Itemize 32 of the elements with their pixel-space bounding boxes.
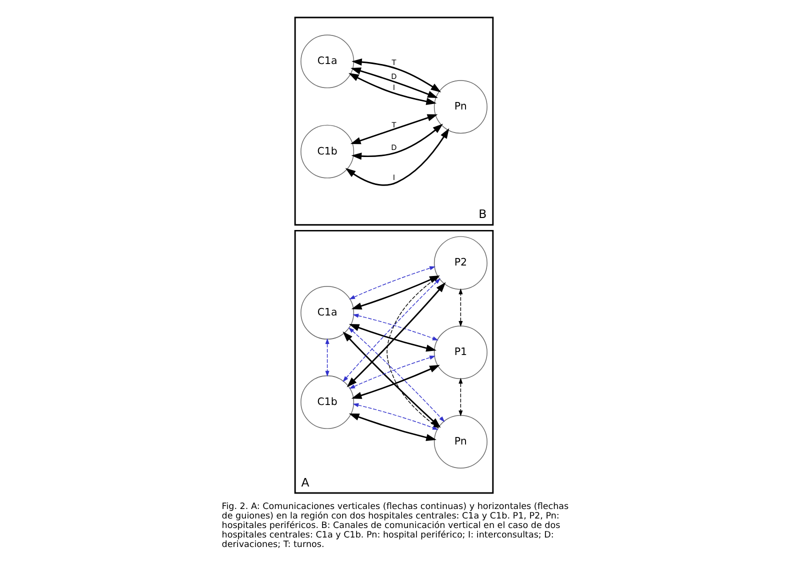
node-circle: C1b [300,124,354,178]
arrow [349,356,436,389]
arrow [352,314,438,340]
edge-label: T [392,120,396,130]
edge-label: T [392,58,396,68]
arrow [345,128,450,186]
arrow [351,124,444,160]
node-circle: P1 [434,326,488,380]
arrow [346,282,446,388]
edge-label: D [391,143,397,152]
edge-label: I [392,173,396,182]
arrow [349,266,436,300]
arrow [348,327,445,422]
arrow [348,324,436,352]
arrow [348,413,436,442]
arrow [350,114,438,144]
arrow [386,276,440,428]
arrow [350,67,438,98]
arrow [351,275,440,310]
arrow [342,331,441,428]
edge-label: I [392,83,396,92]
arrow [325,338,330,377]
arrow [351,364,440,399]
arrow [352,58,442,92]
arrow [342,278,441,382]
arrow [348,73,437,105]
arrow [458,378,463,416]
arrow [352,403,438,430]
node-circle: C1a [300,34,354,88]
edge-label: D [391,72,397,82]
arrow [458,288,463,327]
caption: Fig. 2. A: Comunicaciones verticales (flechas continuas) y horizontales (flechas de guiones) en la región con dos hospitales centrales: C1a y C1b. P1, P2, Pn: hospitales periféricos. B: Canales de comunicación vertical en el caso de dos hospitales centrales: C1a y C1b. Pn: hospital periférico; I: interconsultas; D: derivaciones; T: turnos. [222,502,569,550]
